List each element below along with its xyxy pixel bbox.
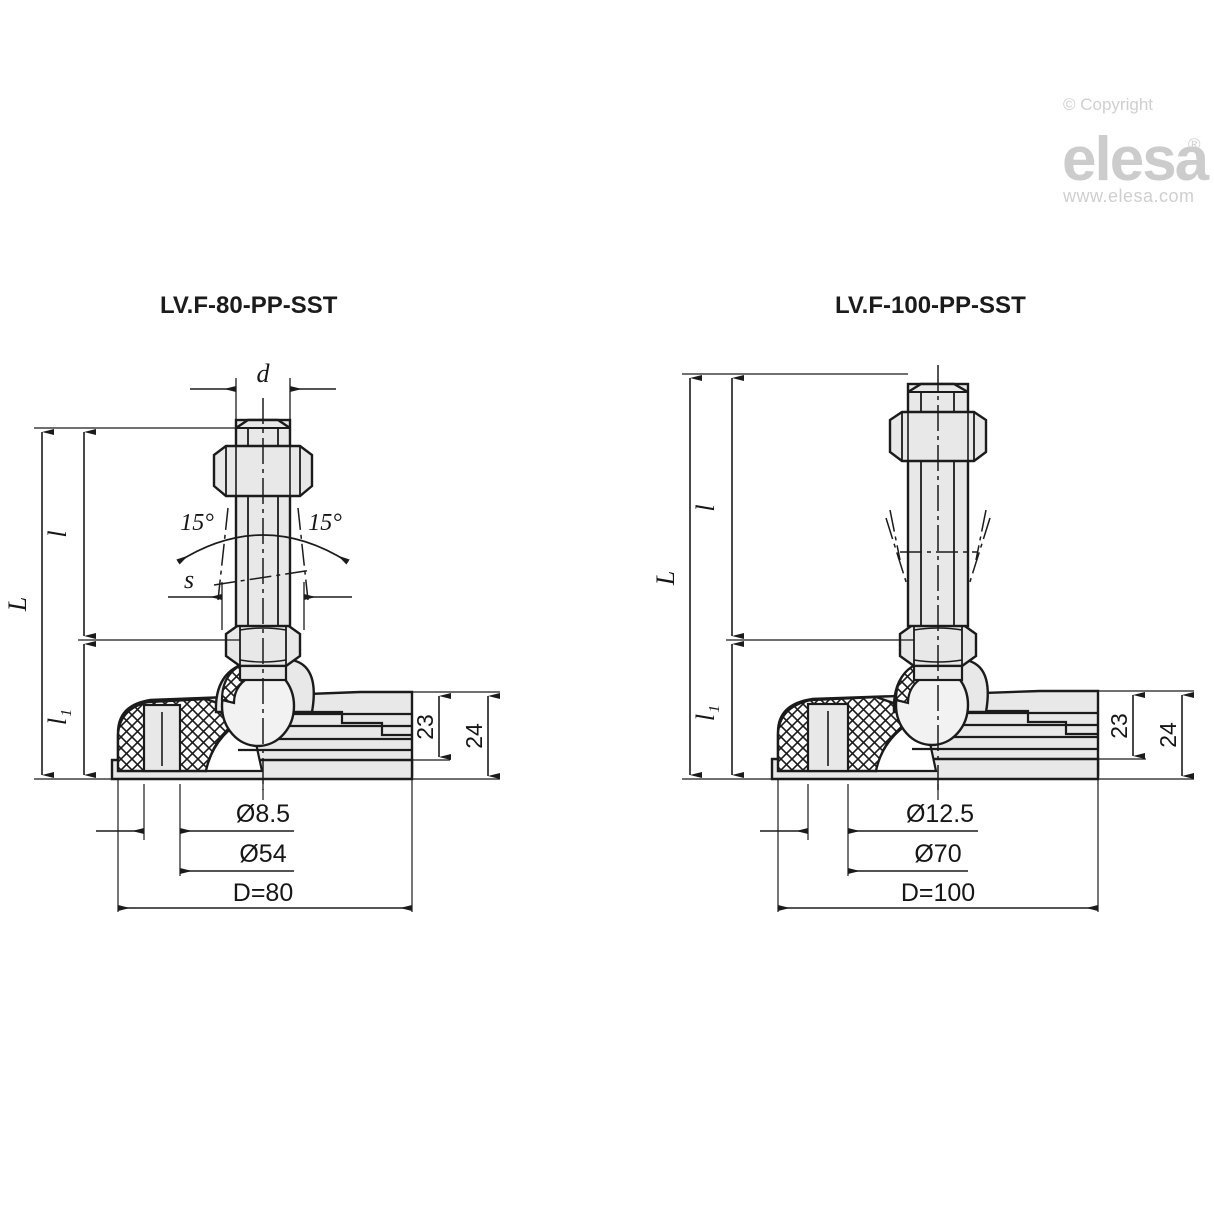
dim-24-label: 24 <box>1155 722 1181 748</box>
registered-mark: ® <box>1188 135 1201 154</box>
dim-23-label: 23 <box>412 714 438 740</box>
dim-23-label: 23 <box>1106 713 1132 739</box>
left-tilt-indication: 15° 15° <box>176 507 350 601</box>
dim-l-label: l <box>43 530 72 537</box>
right-diameter-dims: Ø12.5 Ø70 D=100 <box>760 779 1099 912</box>
dia-inner-label: Ø70 <box>914 840 961 868</box>
right-tilt-phantom-lines <box>885 509 991 589</box>
dim-l-label: l <box>691 504 720 511</box>
left-assembly-drawing: 15° 15° d s L <box>3 359 500 912</box>
right-vertical-dims: L l l₁ <box>651 373 914 780</box>
dim-s-label: s <box>184 565 194 594</box>
left-dim-d: d <box>190 359 336 430</box>
dia-bore-label: Ø12.5 <box>906 800 974 828</box>
left-diameter-dims: Ø8.5 Ø54 D=80 <box>96 779 413 912</box>
brand-logo-text: elesa <box>1062 125 1210 194</box>
dim-l1-label: l₁ <box>691 705 720 721</box>
dim-L-label: L <box>651 571 680 586</box>
copyright-text: © Copyright <box>1063 95 1153 114</box>
left-dim-s: s <box>168 565 352 630</box>
right-height-dims: 23 24 <box>1098 690 1194 780</box>
angle-left-label: 15° <box>180 510 214 536</box>
dia-outer-label: D=100 <box>901 879 975 907</box>
angle-right-label: 15° <box>308 510 342 536</box>
right-assembly-drawing: L l l₁ 23 24 Ø12.5 Ø7 <box>651 365 1194 912</box>
dim-d-label: d <box>257 359 271 388</box>
nut-chamfer-top <box>239 627 287 631</box>
tilt-arc <box>176 534 350 565</box>
dia-inner-label: Ø54 <box>239 840 286 868</box>
elesa-watermark: © Copyright elesa ® www.elesa.com <box>1062 95 1212 206</box>
left-drawing-title: LV.F-80-PP-SST <box>160 292 338 319</box>
left-height-dims: 23 24 <box>412 691 500 780</box>
dim-L-label: L <box>3 597 32 612</box>
website-url: www.elesa.com <box>1062 186 1195 206</box>
dim-l1-label: l₁ <box>43 709 72 725</box>
right-drawing-title: LV.F-100-PP-SST <box>835 292 1026 319</box>
dim-24-label: 24 <box>461 723 487 749</box>
dia-outer-label: D=80 <box>233 879 293 907</box>
dia-bore-label: Ø8.5 <box>236 800 290 828</box>
left-vertical-dims: L l l₁ <box>3 427 240 780</box>
tilt-phantom-lines <box>213 507 313 601</box>
